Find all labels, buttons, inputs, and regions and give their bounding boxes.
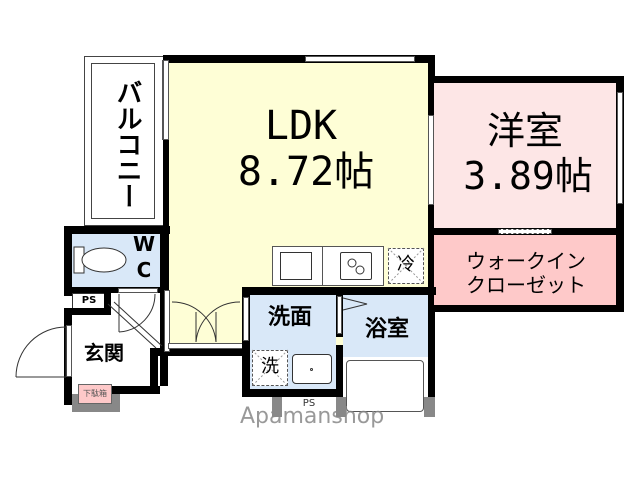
washing-machine-x-icon <box>251 349 289 387</box>
western-room-window <box>617 92 623 204</box>
kitchen-sink <box>280 252 312 280</box>
bathroom-door[interactable] <box>337 296 342 334</box>
wc-label-c: C <box>136 258 152 282</box>
balcony-label: バルコニー <box>112 79 142 209</box>
bathroom <box>343 295 428 357</box>
watermark: Apamanshop <box>240 404 385 429</box>
western-room-name: 洋室 <box>486 109 563 153</box>
walk-in-closet <box>434 235 616 306</box>
wic-line1: ウォークイン <box>466 249 586 273</box>
wash-basin <box>292 354 332 384</box>
western-room-size: 3.89帖 <box>463 154 593 198</box>
washroom-label: 洗面 <box>267 305 312 330</box>
ldk-door-frame-left <box>164 290 170 352</box>
bathroom-label: 浴室 <box>364 317 409 342</box>
ps-lower-label: PS <box>302 398 316 409</box>
closet-door <box>498 229 552 234</box>
balcony: バルコニー <box>84 56 164 226</box>
ps-lower <box>282 397 336 417</box>
wc-door[interactable] <box>118 288 158 293</box>
fridge-x-icon <box>387 247 425 285</box>
entrance-step-lines <box>107 301 163 349</box>
shoe-box <box>78 384 112 404</box>
wc-label-w: W <box>132 232 156 256</box>
fridge-label: 冷 <box>397 254 415 275</box>
stove <box>340 252 372 280</box>
ldk-name: LDK <box>264 103 338 149</box>
bathroom-door-arrow <box>342 297 368 311</box>
ldk-size: 8.72帖 <box>237 149 375 195</box>
bathtub <box>346 360 424 412</box>
ps-upper-label: PS <box>81 295 97 306</box>
entrance <box>72 315 152 387</box>
entrance-label: 玄関 <box>84 341 124 365</box>
wc-door-swing[interactable] <box>117 292 157 334</box>
stove-burners-icon <box>347 258 365 275</box>
entrance-door-swing[interactable] <box>14 325 68 379</box>
toilet-icon <box>73 246 127 274</box>
ldk-top-window <box>305 56 415 62</box>
ldk-right-window <box>428 115 434 205</box>
wic-line2: クローゼット <box>466 273 586 297</box>
western-room <box>434 82 616 230</box>
washing-machine-label: 洗 <box>261 356 279 377</box>
ldk-double-door-swing[interactable] <box>168 296 244 346</box>
shoe-box-label: 下駄箱 <box>83 389 107 398</box>
